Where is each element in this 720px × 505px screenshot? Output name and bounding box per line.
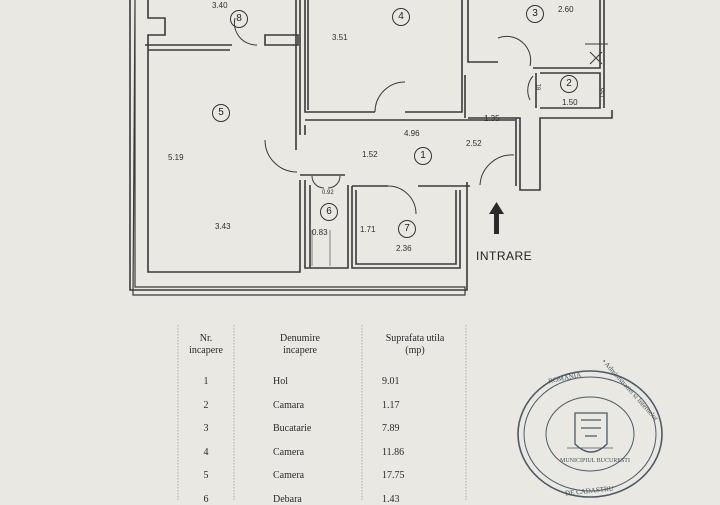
dimension-label: 1.71	[360, 225, 376, 234]
dimension-label: 0.83	[312, 228, 328, 237]
room-number-3: 3	[526, 5, 544, 23]
dimension-label: 5.19	[168, 153, 184, 162]
entrance-label: INTRARE	[476, 249, 533, 263]
header-line: incapere	[189, 345, 223, 356]
dimension-label: 2.60	[558, 5, 574, 14]
dimension-label: 1.35	[484, 114, 500, 123]
room-number-6: 6	[320, 203, 338, 221]
cell-room-number: 4	[203, 446, 209, 458]
cell-usable-area: 1.43	[382, 493, 400, 505]
room-number-2: 2	[560, 75, 578, 93]
header-line: incapere	[283, 345, 317, 356]
cell-usable-area: 1.17	[382, 399, 400, 411]
dimension-label: 4.96	[404, 129, 420, 138]
cell-room-number: 2	[203, 399, 209, 411]
cell-room-name: Camera	[273, 470, 305, 481]
room-number-1: 1	[414, 147, 432, 165]
room-number-5: 5	[212, 104, 230, 122]
official-stamp-seal	[517, 370, 663, 498]
dimension-label: 3.40	[212, 1, 228, 10]
cell-room-name: Hol	[273, 376, 288, 387]
room-number-4: 4	[392, 8, 410, 26]
header-line: (mp)	[405, 345, 425, 356]
dimension-label: 3.43	[215, 222, 231, 231]
cell-room-name: Bucatarie	[273, 423, 312, 434]
dimension-label: 2.36	[396, 244, 412, 253]
dimension-label: 1.52	[362, 150, 378, 159]
cell-room-number: 6	[203, 493, 209, 505]
header-line: Suprafata utila	[385, 333, 445, 344]
cell-usable-area: 7.89	[382, 423, 400, 434]
dimension-label: 2.52	[466, 139, 482, 148]
dimension-label: 81	[536, 83, 543, 91]
cell-room-name: Camara	[273, 399, 305, 411]
header-usable-area: Suprafata utila (mp)	[370, 333, 460, 357]
room-number-7: 7	[398, 220, 416, 238]
dimension-label: 3.51	[332, 33, 348, 42]
cell-usable-area: 9.01	[382, 376, 400, 387]
dimension-label: 1.50	[562, 98, 578, 107]
header-line: Nr.	[199, 333, 213, 344]
stamp-text-inner: MUNICIPIUL BUCURESTI	[560, 458, 630, 464]
header-line: Denumire	[280, 333, 320, 344]
room-number-8: 8	[230, 10, 248, 28]
cell-usable-area: 11.86	[382, 446, 405, 458]
cell-room-number: 1	[203, 376, 209, 387]
cell-room-name: Debara	[273, 493, 302, 505]
header-room-name: Denumire incapere	[255, 333, 345, 357]
cell-usable-area: 17.75	[382, 470, 405, 481]
cell-room-number: 3	[203, 423, 209, 434]
entrance-arrow-icon	[489, 202, 504, 234]
dimension-label: 0.92	[322, 190, 334, 196]
dimension-label: 155	[600, 87, 607, 99]
cell-room-number: 5	[203, 470, 209, 481]
cell-room-name: Camera	[273, 446, 305, 458]
header-room-number: Nr. incapere	[178, 333, 234, 357]
